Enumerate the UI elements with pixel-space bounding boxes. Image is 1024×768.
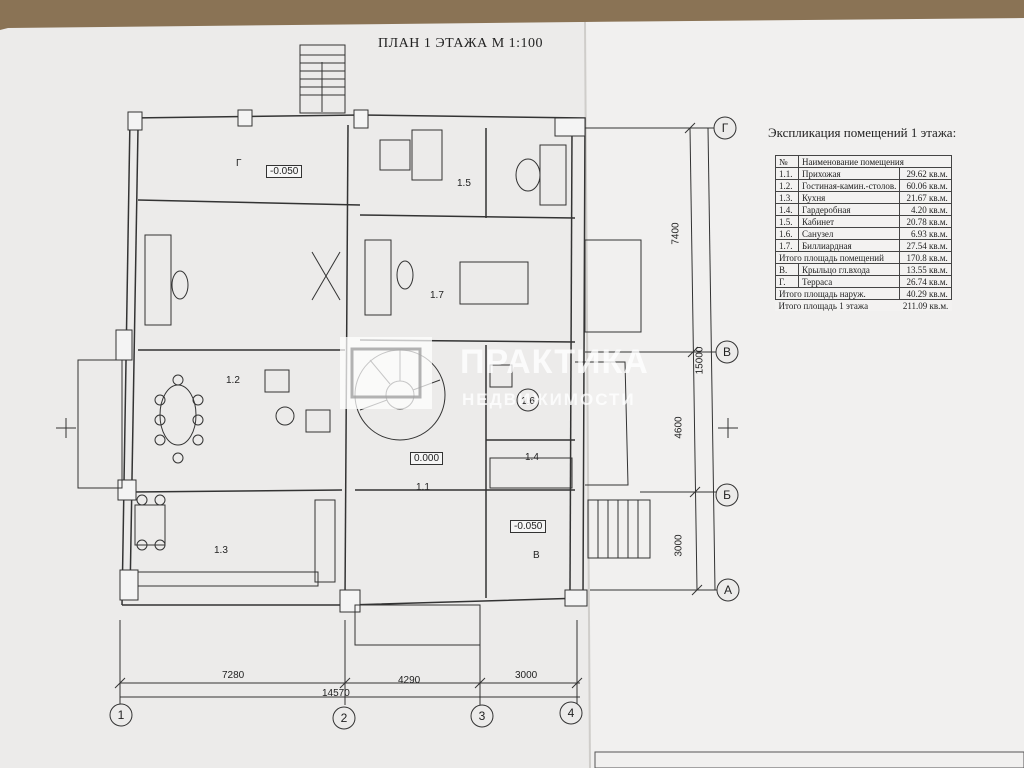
room-num: 1.1. bbox=[775, 167, 799, 180]
room-area: 27.54 кв.м. bbox=[899, 239, 952, 252]
floor-total-label: Итого площадь 1 этажа bbox=[778, 300, 869, 311]
header-name: Наименование помещения bbox=[798, 155, 952, 168]
axis-label: 1 bbox=[117, 708, 125, 722]
room-num: 1.5. bbox=[775, 215, 799, 228]
axis-label: 2 bbox=[340, 711, 348, 725]
watermark-text: ПРАКТИКА bbox=[460, 343, 649, 381]
room-label: 1.7 bbox=[430, 290, 444, 301]
explication-title: Экспликация помещений 1 этажа: bbox=[768, 125, 957, 140]
room-num: 1.7. bbox=[775, 239, 799, 252]
rooms-total-label: Итого площадь помещений bbox=[774, 251, 901, 264]
room-label: 1.2 bbox=[226, 375, 240, 386]
axis-label: В bbox=[722, 345, 731, 359]
outdoor-total-value: 40.29 кв.м. bbox=[899, 287, 952, 300]
dimension: 4290 bbox=[398, 675, 421, 686]
level-mark: 0.000 bbox=[410, 452, 444, 465]
dimension: 7280 bbox=[222, 670, 245, 681]
level-mark: -0.050 bbox=[510, 520, 547, 533]
table-row: Итого площадь 1 этажа 211.09 кв.м. bbox=[776, 300, 952, 312]
room-label: В bbox=[533, 550, 540, 561]
dimension: 4600 bbox=[673, 416, 685, 439]
outdoor-num: В. bbox=[775, 263, 799, 276]
dimension: 3000 bbox=[673, 534, 685, 557]
dimension-total: 14570 bbox=[322, 688, 350, 699]
room-name: Кабинет bbox=[797, 215, 901, 228]
watermark-logo bbox=[340, 337, 432, 409]
room-name: Биллиардная bbox=[797, 239, 901, 252]
outdoor-name: Терраса bbox=[797, 275, 901, 288]
room-num: 1.3. bbox=[775, 191, 799, 204]
room-name: Санузел bbox=[797, 227, 901, 240]
room-num: 1.6. bbox=[775, 227, 799, 240]
plan-title: ПЛАН 1 ЭТАЖА М 1:100 bbox=[378, 36, 544, 51]
room-num: 1.4. bbox=[775, 203, 799, 216]
table-row: Итого площадь наруж.40.29 кв.м. bbox=[774, 287, 952, 300]
room-area: 21.67 кв.м. bbox=[899, 191, 952, 204]
room-name: Кухня bbox=[797, 191, 901, 204]
room-area: 20.78 кв.м. bbox=[899, 215, 952, 228]
room-area: 60.06 кв.м. bbox=[899, 179, 952, 192]
dimension: 7400 bbox=[670, 222, 682, 245]
room-name: Гардеробная bbox=[797, 203, 901, 216]
outdoor-name: Крыльцо гл.входа bbox=[797, 263, 901, 276]
axis-label: 4 bbox=[567, 706, 575, 720]
header-num: № bbox=[775, 155, 799, 168]
room-label: 1.3 bbox=[214, 545, 228, 556]
outdoor-area: 13.55 кв.м. bbox=[899, 263, 952, 276]
room-area: 6.93 кв.м. bbox=[899, 227, 952, 240]
room-label: 1.5 bbox=[457, 178, 471, 189]
rooms-total-value: 170.8 кв.м. bbox=[899, 251, 952, 264]
room-label: Г bbox=[236, 158, 242, 169]
room-num: 1.2. bbox=[775, 179, 799, 192]
outdoor-total-label: Итого площадь наруж. bbox=[774, 287, 901, 300]
dimension: 3000 bbox=[515, 670, 538, 681]
axis-label: А bbox=[723, 583, 732, 597]
axis-label: 3 bbox=[478, 709, 486, 723]
room-label: 1.1 bbox=[416, 482, 430, 493]
room-name: Прихожая bbox=[797, 167, 901, 180]
level-mark: -0.050 bbox=[266, 165, 303, 178]
room-area: 29.62 кв.м. bbox=[899, 167, 952, 180]
room-label: 1.6 bbox=[521, 396, 535, 407]
axis-label: Г bbox=[721, 121, 729, 135]
watermark-subtext: НЕДВИЖИМОСТИ bbox=[462, 390, 636, 409]
room-name: Гостиная-камин.-столов. bbox=[797, 179, 901, 192]
table-row: 1.2.Гостиная-камин.-столов.60.06 кв.м. bbox=[775, 179, 952, 192]
floor-total-value: 211.09 кв.м. bbox=[902, 300, 949, 311]
outdoor-num: Г. bbox=[775, 275, 799, 288]
room-label: 1.4 bbox=[525, 452, 539, 463]
axis-label: Б bbox=[723, 488, 731, 502]
room-area: 4.20 кв.м. bbox=[899, 203, 952, 216]
outdoor-area: 26.74 кв.м. bbox=[899, 275, 952, 288]
